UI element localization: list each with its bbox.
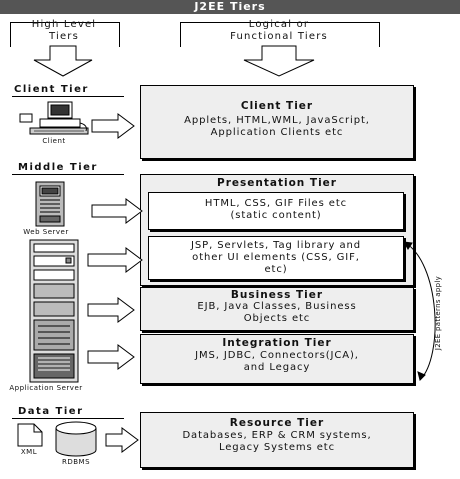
- business-tier-title: Business Tier: [230, 289, 324, 301]
- app-business-arrow: [87, 297, 135, 323]
- client-tier-title: Client Tier: [240, 100, 314, 112]
- client-section-label: Client Tier: [14, 84, 89, 95]
- integration-tier-text: JMS, JDBC, Connectors(JCA), and Legacy: [195, 350, 359, 373]
- logical-header: Logical or Functional Tiers: [230, 19, 328, 42]
- web-static-arrow: [91, 198, 143, 224]
- resource-tier-title: Resource Tier: [229, 417, 325, 429]
- dynamic-content-box: JSP, Servlets, Tag library and other UI …: [148, 236, 404, 280]
- xml-icon-label: XML: [20, 448, 38, 456]
- rdbms-icon-label: RDBMS: [61, 458, 91, 466]
- data-resource-arrow: [105, 427, 139, 453]
- client-section-underline: [12, 96, 124, 97]
- app-server-icon: [29, 239, 79, 383]
- resource-tier-text: Databases, ERP & CRM systems, Legacy Sys…: [182, 430, 372, 453]
- logical-bracket: [180, 22, 380, 47]
- rdbms-database-icon: [55, 421, 97, 457]
- patterns-curve-arrow: [403, 241, 436, 381]
- business-tier-box: Business Tier EJB, Java Classes, Busines…: [140, 287, 414, 331]
- integration-tier-box: Integration Tier JMS, JDBC, Connectors(J…: [140, 334, 414, 384]
- resource-tier-box: Resource Tier Databases, ERP & CRM syste…: [140, 412, 414, 468]
- app-integration-arrow: [87, 344, 135, 370]
- app-dynamic-arrow: [87, 247, 143, 273]
- client-icon-label: Client: [42, 137, 66, 145]
- high-level-bracket: [10, 22, 120, 47]
- business-tier-text: EJB, Java Classes, Business Objects etc: [197, 301, 357, 324]
- data-section-label: Data Tier: [18, 406, 84, 417]
- diagram-title: J2EE Tiers: [0, 0, 460, 14]
- web-server-icon-label: Web Server: [23, 228, 69, 236]
- client-arrow: [91, 113, 135, 139]
- high-level-header: High Level Tiers: [31, 19, 97, 42]
- web-server-icon: [35, 181, 65, 227]
- client-computer-icon: [19, 101, 89, 135]
- integration-tier-title: Integration Tier: [222, 337, 332, 349]
- data-section-underline: [12, 418, 124, 419]
- client-tier-box: Client Tier Applets, HTML,WML, JavaScrip…: [140, 85, 414, 159]
- static-content-text: HTML, CSS, GIF Files etc (static content…: [204, 198, 348, 221]
- middle-section-underline: [12, 174, 124, 175]
- presentation-tier-title: Presentation Tier: [217, 177, 337, 189]
- dynamic-content-text: JSP, Servlets, Tag library and other UI …: [191, 240, 361, 275]
- xml-document-icon: [17, 423, 43, 447]
- high-level-down-arrow: [33, 45, 93, 77]
- client-tier-text: Applets, HTML,WML, JavaScript, Applicati…: [184, 115, 370, 138]
- app-server-icon-label: Application Server: [9, 384, 83, 392]
- middle-section-label: Middle Tier: [18, 162, 98, 173]
- static-content-box: HTML, CSS, GIF Files etc (static content…: [148, 192, 404, 230]
- logical-down-arrow: [243, 45, 315, 77]
